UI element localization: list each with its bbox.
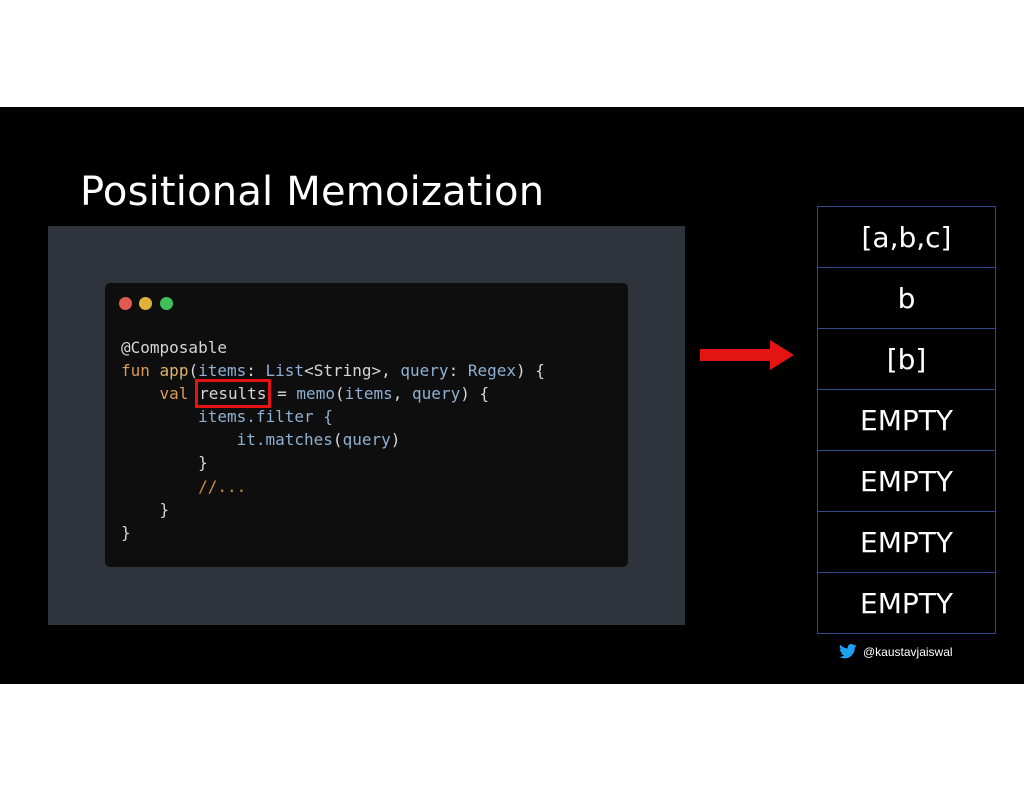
function-name: app: [159, 361, 189, 381]
slot-table: [a,b,c] b [b] EMPTY EMPTY EMPTY EMPTY: [817, 206, 996, 634]
filter-line: items.filter {: [198, 407, 333, 427]
annotation: @Composable: [121, 338, 227, 357]
matches-arg: query: [342, 430, 391, 450]
slot-cell: EMPTY: [817, 511, 996, 572]
twitter-bird-icon: [839, 644, 857, 659]
closing-brace: }: [159, 499, 170, 519]
minimize-dot: [139, 297, 152, 310]
keyword-fun: fun: [121, 361, 150, 381]
memo-arg-items: items: [344, 384, 393, 404]
close-dot: [119, 297, 132, 310]
memo-call: memo: [296, 384, 335, 404]
twitter-handle-text: @kaustavjaiswal: [863, 644, 953, 659]
slide: Positional Memoization @Composable fun a…: [0, 107, 1024, 684]
slot-cell: EMPTY: [817, 572, 996, 634]
memo-arg-query: query: [412, 384, 461, 404]
param-items: items: [198, 361, 247, 381]
slide-title: Positional Memoization: [80, 169, 545, 215]
param-query: query: [400, 361, 449, 381]
type-generic: <String>: [304, 361, 382, 381]
type-regex: Regex: [467, 361, 516, 381]
type-list: List: [265, 361, 305, 381]
highlighted-results-variable: results: [195, 379, 271, 409]
matches-call: it.matches: [236, 430, 333, 450]
slot-cell: EMPTY: [817, 389, 996, 450]
code-editor-window: @Composable fun app(items: List<String>,…: [105, 283, 628, 567]
slot-cell: [b]: [817, 328, 996, 389]
comment: //...: [198, 476, 247, 496]
twitter-handle: @kaustavjaiswal: [839, 644, 953, 659]
slot-cell: [a,b,c]: [817, 206, 996, 267]
closing-brace: }: [121, 522, 131, 542]
closing-brace: }: [198, 453, 208, 473]
zoom-dot: [160, 297, 173, 310]
arrow-right-icon: [700, 340, 794, 370]
keyword-val: val: [159, 384, 189, 404]
code-block: @Composable fun app(items: List<String>,…: [121, 338, 545, 542]
slot-cell: EMPTY: [817, 450, 996, 511]
slot-cell: b: [817, 267, 996, 328]
